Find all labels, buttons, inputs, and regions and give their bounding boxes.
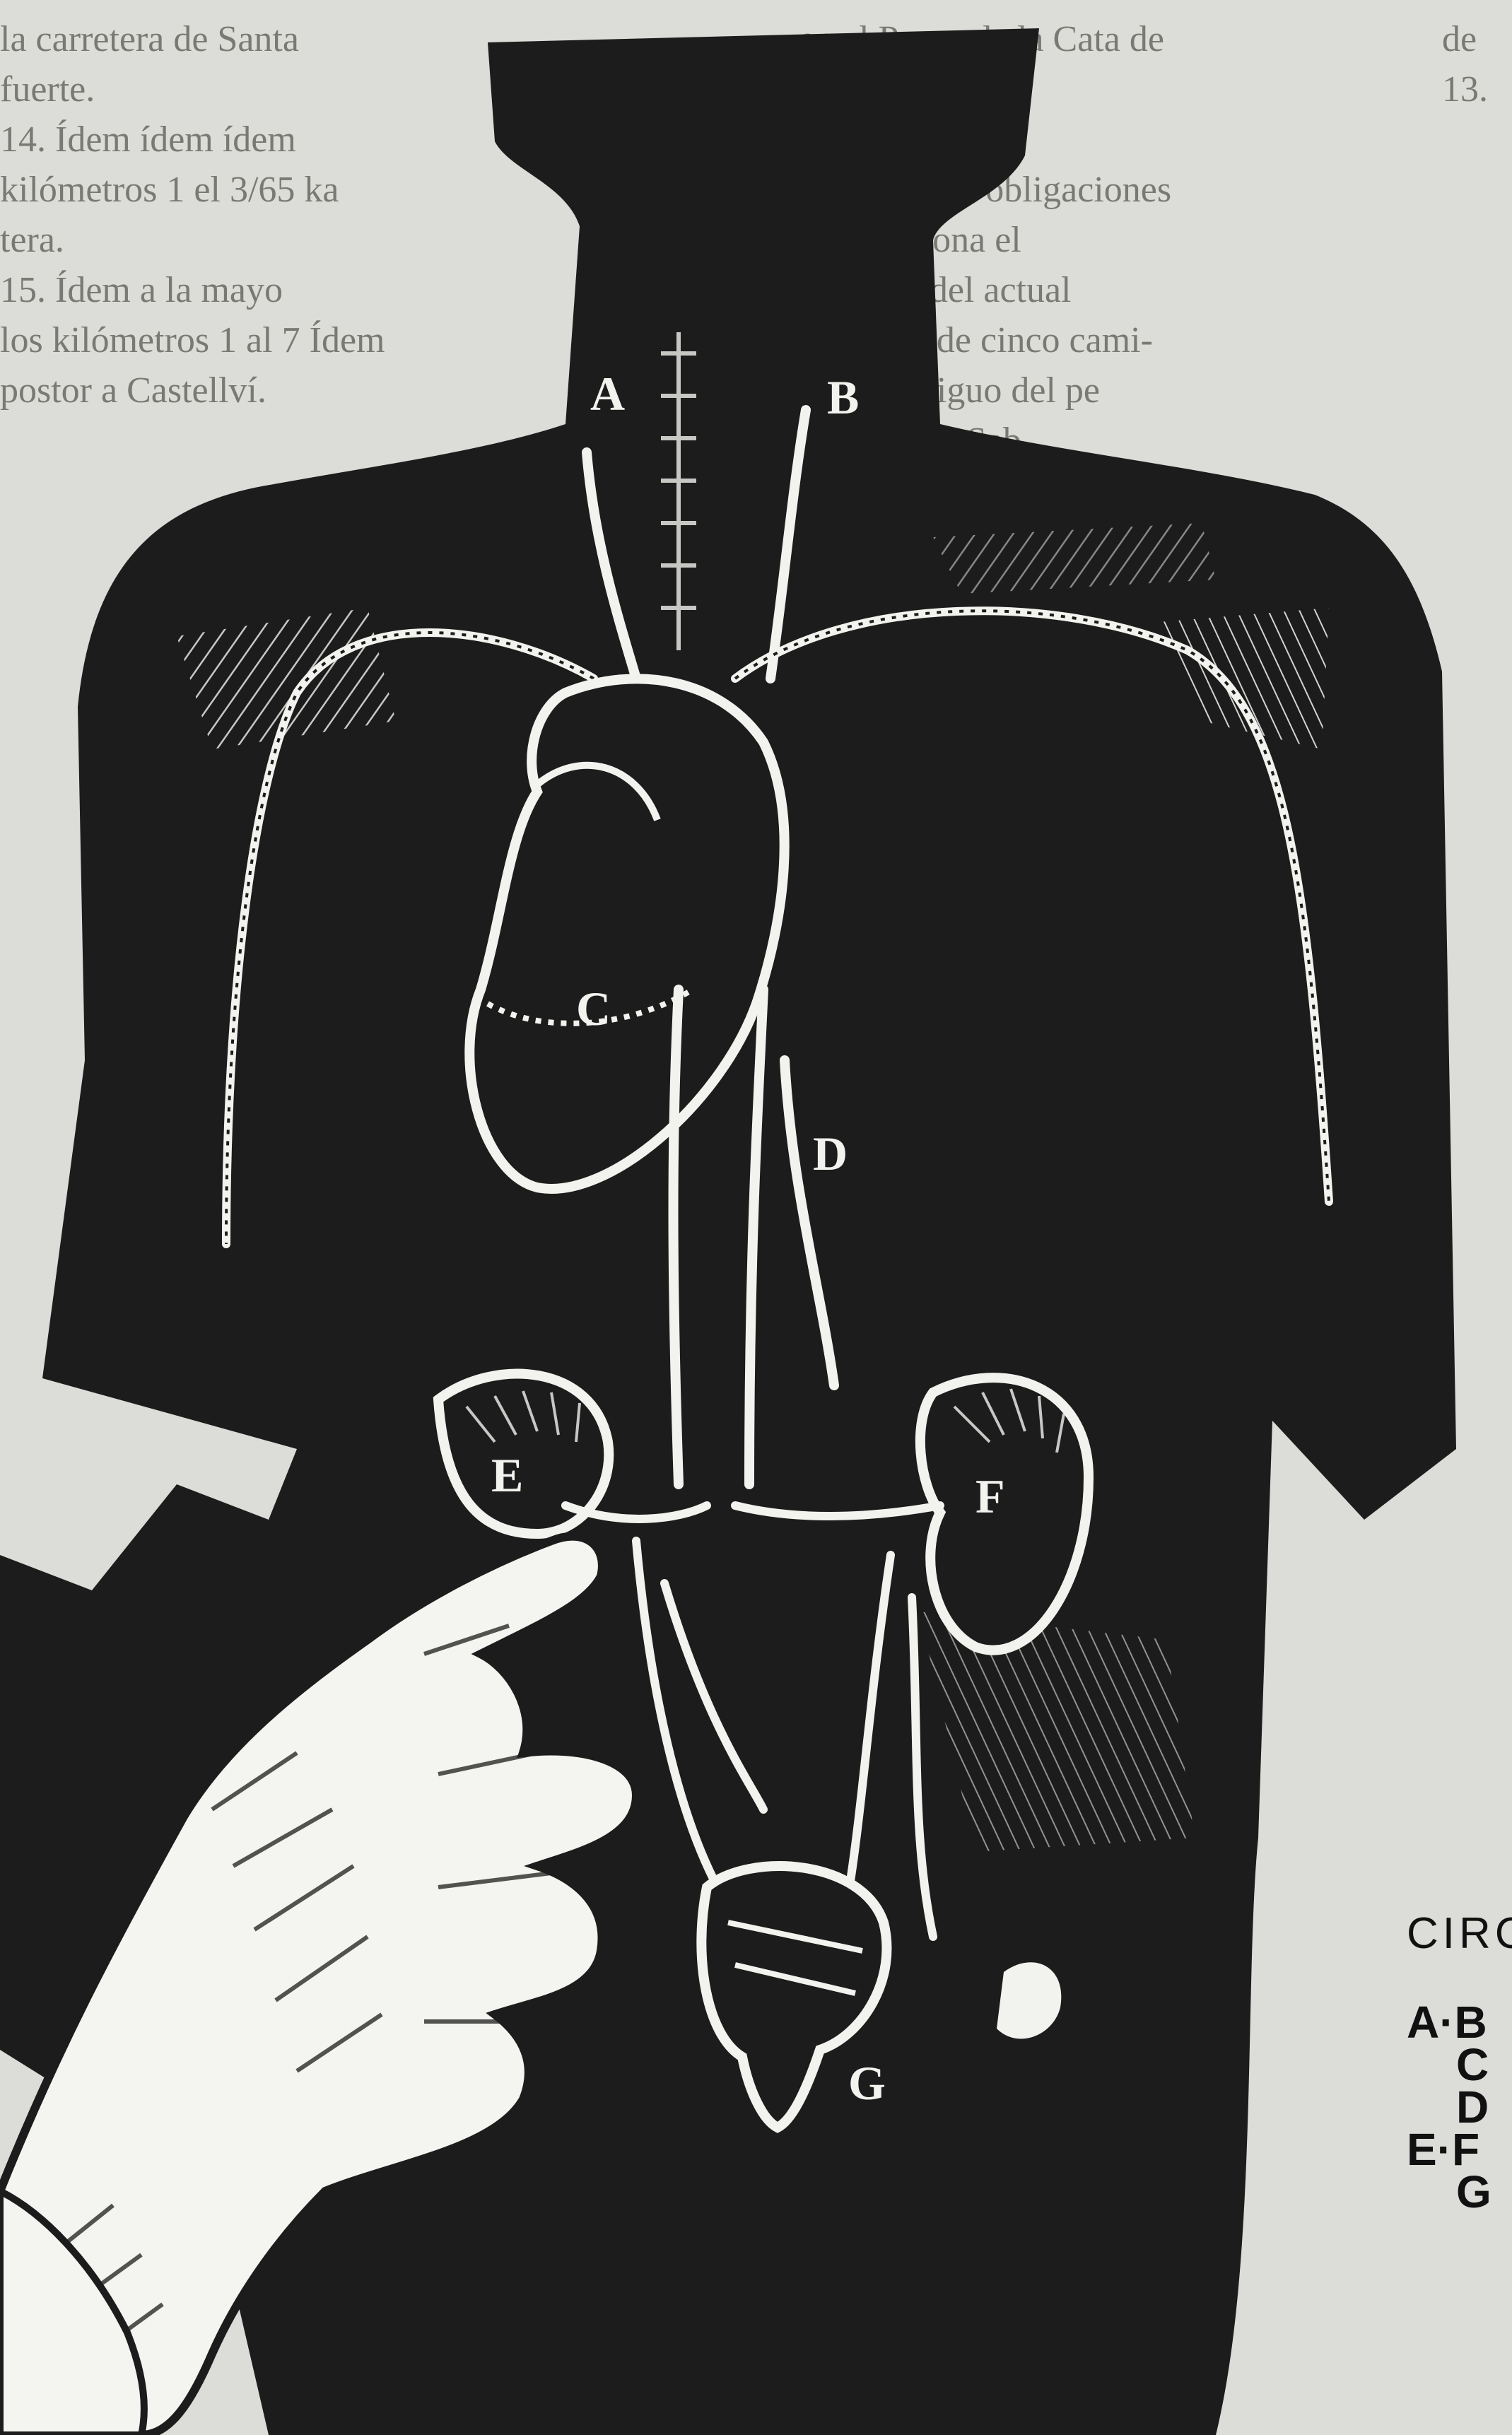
label-e: E (491, 1448, 523, 1502)
legend-row: A·B (1407, 2001, 1512, 2043)
legend-row: G (1407, 2171, 1512, 2213)
label-g: G (848, 2056, 886, 2110)
legend-title: CIRC (1407, 1908, 1512, 1959)
label-c: C (576, 982, 611, 1035)
legend-row: E·F (1407, 2128, 1512, 2171)
label-d: D (813, 1127, 848, 1180)
label-f: F (975, 1469, 1005, 1523)
legend-row: D (1407, 2086, 1512, 2128)
legend-row: C (1407, 2043, 1512, 2086)
label-a: A (590, 367, 625, 421)
label-b: B (827, 370, 859, 424)
